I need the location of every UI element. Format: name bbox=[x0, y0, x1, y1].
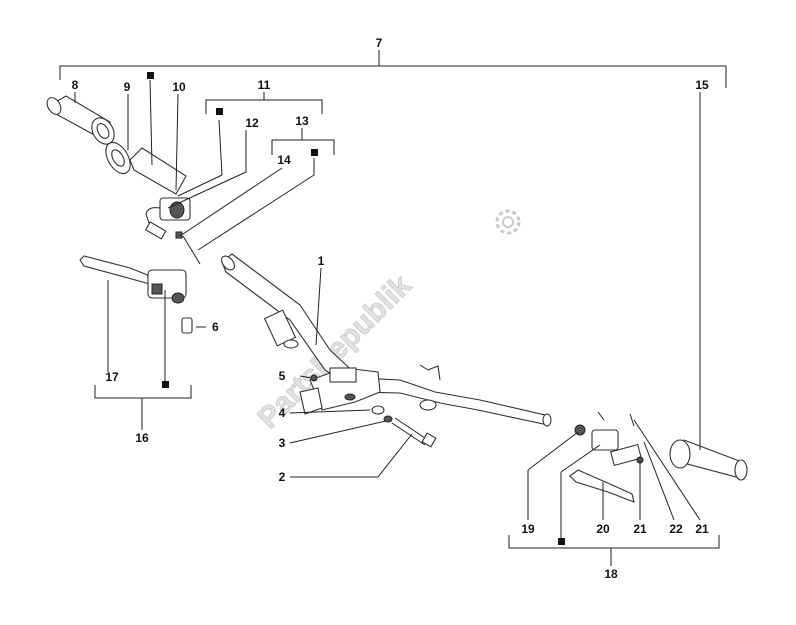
label-5: 5 bbox=[279, 369, 286, 383]
label-20: 20 bbox=[596, 522, 610, 536]
left-grip bbox=[46, 95, 115, 145]
marker-squares bbox=[147, 72, 565, 545]
label-19: 19 bbox=[521, 522, 535, 536]
bolt-2 bbox=[391, 417, 437, 448]
leader-lines bbox=[74, 79, 701, 540]
bolt-14 bbox=[175, 231, 201, 265]
bracket-16 bbox=[94, 385, 192, 430]
label-21-left: 21 bbox=[633, 522, 647, 536]
bracket-7 bbox=[59, 50, 727, 88]
throttle-tube bbox=[129, 147, 187, 195]
handlebar-tube bbox=[221, 253, 552, 427]
label-8: 8 bbox=[72, 78, 79, 92]
label-17: 17 bbox=[105, 370, 119, 384]
bracket-18 bbox=[508, 535, 720, 566]
label-18: 18 bbox=[604, 567, 618, 581]
label-2: 2 bbox=[279, 470, 286, 484]
screw-19 bbox=[597, 411, 605, 421]
label-10: 10 bbox=[172, 80, 186, 94]
label-3: 3 bbox=[279, 436, 286, 450]
cable bbox=[419, 364, 441, 381]
washer-3 bbox=[383, 415, 393, 423]
label-9: 9 bbox=[124, 80, 131, 94]
label-1: 1 bbox=[318, 254, 325, 268]
label-21-right: 21 bbox=[695, 522, 709, 536]
part-6-body bbox=[181, 317, 193, 334]
bracket-11 bbox=[205, 92, 323, 114]
label-4: 4 bbox=[279, 406, 286, 420]
left-brake-lever bbox=[79, 255, 187, 304]
label-12: 12 bbox=[245, 116, 259, 130]
label-11: 11 bbox=[258, 78, 271, 92]
label-13: 13 bbox=[295, 114, 309, 128]
center-clamp bbox=[299, 367, 381, 415]
label-16: 16 bbox=[135, 431, 149, 445]
right-grip bbox=[669, 439, 748, 481]
throttle-housing bbox=[144, 197, 191, 240]
watermark-gear-icon bbox=[495, 209, 521, 235]
label-7: 7 bbox=[376, 36, 383, 50]
washer-4 bbox=[371, 405, 385, 415]
label-15: 15 bbox=[695, 78, 709, 92]
screw-21 bbox=[629, 413, 635, 427]
label-6: 6 bbox=[212, 320, 219, 334]
label-14: 14 bbox=[277, 153, 291, 167]
right-lever bbox=[569, 429, 643, 503]
label-22: 22 bbox=[669, 522, 683, 536]
washer-9 bbox=[105, 141, 131, 175]
bracket-13 bbox=[271, 128, 335, 155]
